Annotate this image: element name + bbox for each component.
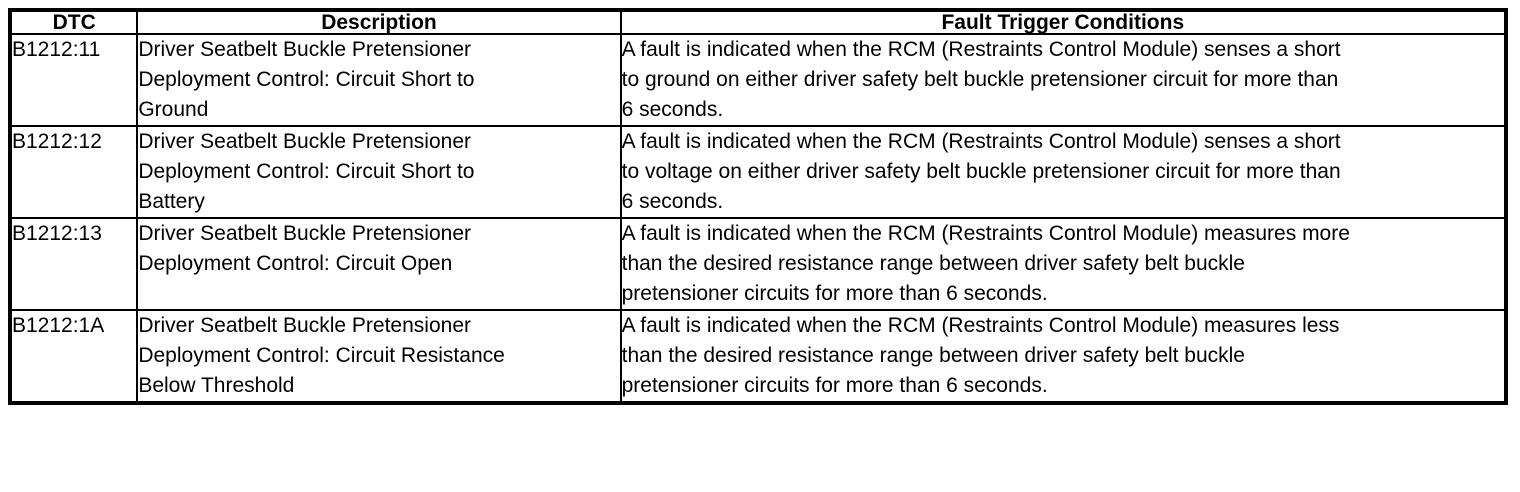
conditions-line: A fault is indicated when the RCM (Restr…: [621, 130, 1341, 153]
cell-dtc-code: B1212:12: [8, 125, 139, 219]
conditions-line: 6 seconds.: [621, 98, 724, 121]
conditions-line: A fault is indicated when the RCM (Restr…: [621, 222, 1350, 245]
conditions-line: than the desired resistance range betwee…: [621, 252, 1245, 275]
cell-fault-trigger-conditions: A fault is indicated when the RCM (Restr…: [619, 33, 1508, 127]
dtc-table-container: DTC Description Fault Trigger Conditions…: [8, 8, 1508, 405]
description-line: Driver Seatbelt Buckle Pretensioner: [138, 38, 471, 61]
description-line: Deployment Control: Circuit Short to: [138, 160, 475, 183]
conditions-line: A fault is indicated when the RCM (Restr…: [621, 38, 1341, 61]
description-line: Driver Seatbelt Buckle Pretensioner: [138, 314, 471, 337]
description-line: Deployment Control: Circuit Short to: [138, 68, 475, 91]
conditions-line: 6 seconds.: [621, 190, 724, 213]
conditions-line: to voltage on either driver safety belt …: [621, 160, 1341, 183]
description-line: Ground: [138, 98, 209, 121]
conditions-line: A fault is indicated when the RCM (Restr…: [621, 314, 1340, 337]
description-line: Battery: [138, 190, 205, 213]
table-header: DTC Description Fault Trigger Conditions: [8, 9, 1508, 35]
cell-dtc-code: B1212:1A: [8, 309, 139, 404]
column-header-description: Description: [136, 9, 622, 35]
description-line: Driver Seatbelt Buckle Pretensioner: [138, 222, 471, 245]
cell-dtc-code: B1212:13: [8, 217, 139, 311]
column-header-dtc: DTC: [8, 9, 139, 35]
conditions-line: pretensioner circuits for more than 6 se…: [621, 374, 1048, 397]
column-header-conditions: Fault Trigger Conditions: [619, 9, 1508, 35]
description-line: Driver Seatbelt Buckle Pretensioner: [138, 130, 471, 153]
cell-fault-trigger-conditions: A fault is indicated when the RCM (Restr…: [619, 309, 1508, 404]
header-row: DTC Description Fault Trigger Conditions: [8, 9, 1508, 35]
description-line: Deployment Control: Circuit Open: [138, 252, 453, 275]
description-line: Deployment Control: Circuit Resistance: [138, 344, 505, 367]
cell-fault-trigger-conditions: A fault is indicated when the RCM (Restr…: [619, 125, 1508, 219]
dtc-fault-table: DTC Description Fault Trigger Conditions…: [8, 8, 1508, 405]
conditions-line: pretensioner circuits for more than 6 se…: [621, 282, 1048, 305]
cell-dtc-code: B1212:11: [8, 33, 139, 127]
conditions-line: than the desired resistance range betwee…: [621, 344, 1245, 367]
description-line: Below Threshold: [138, 374, 295, 397]
cell-fault-trigger-conditions: A fault is indicated when the RCM (Restr…: [619, 217, 1508, 311]
conditions-line: to ground on either driver safety belt b…: [621, 68, 1339, 91]
